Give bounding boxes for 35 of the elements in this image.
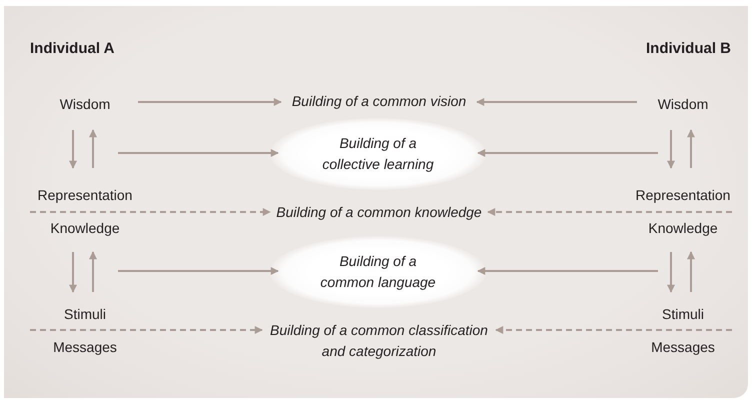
arrow bbox=[89, 251, 97, 292]
outcome-label: Building of a common vision bbox=[285, 91, 473, 111]
dashed-arrow bbox=[487, 208, 732, 216]
dashed-arrow bbox=[30, 208, 271, 216]
arrow bbox=[477, 149, 658, 157]
dashed-arrow bbox=[30, 326, 263, 334]
arrow bbox=[69, 130, 77, 169]
concept-label: Representation bbox=[38, 186, 132, 205]
concept-label: Messages bbox=[651, 338, 715, 357]
arrow bbox=[667, 252, 675, 293]
arrow bbox=[477, 267, 658, 275]
arrow bbox=[69, 252, 77, 293]
outcome-label: Building of a common knowledge bbox=[274, 202, 484, 222]
individual-heading: Individual B bbox=[646, 40, 731, 57]
arrow bbox=[118, 149, 279, 157]
arrow bbox=[687, 251, 695, 292]
concept-label: Knowledge bbox=[50, 219, 120, 238]
individual-heading: Individual A bbox=[30, 40, 114, 57]
ellipse-text: Building of a collective learning bbox=[321, 134, 435, 174]
concept-label: Stimuli bbox=[662, 305, 704, 324]
concept-label: Stimuli bbox=[64, 305, 106, 324]
concept-label: Knowledge bbox=[648, 219, 718, 238]
concept-label: Representation bbox=[636, 186, 730, 205]
arrow bbox=[476, 98, 637, 106]
concept-label: Wisdom bbox=[50, 94, 120, 114]
outcome-label: Building of a common classification and categorization bbox=[266, 320, 492, 362]
arrow bbox=[89, 129, 97, 168]
concept-label: Wisdom bbox=[648, 94, 718, 114]
dashed-arrow bbox=[495, 326, 732, 334]
arrow bbox=[667, 130, 675, 169]
ellipse-text: Building of a common language bbox=[319, 252, 437, 292]
arrow bbox=[687, 129, 695, 168]
arrow bbox=[138, 98, 282, 106]
arrow bbox=[118, 267, 279, 275]
concept-label: Messages bbox=[53, 338, 117, 357]
